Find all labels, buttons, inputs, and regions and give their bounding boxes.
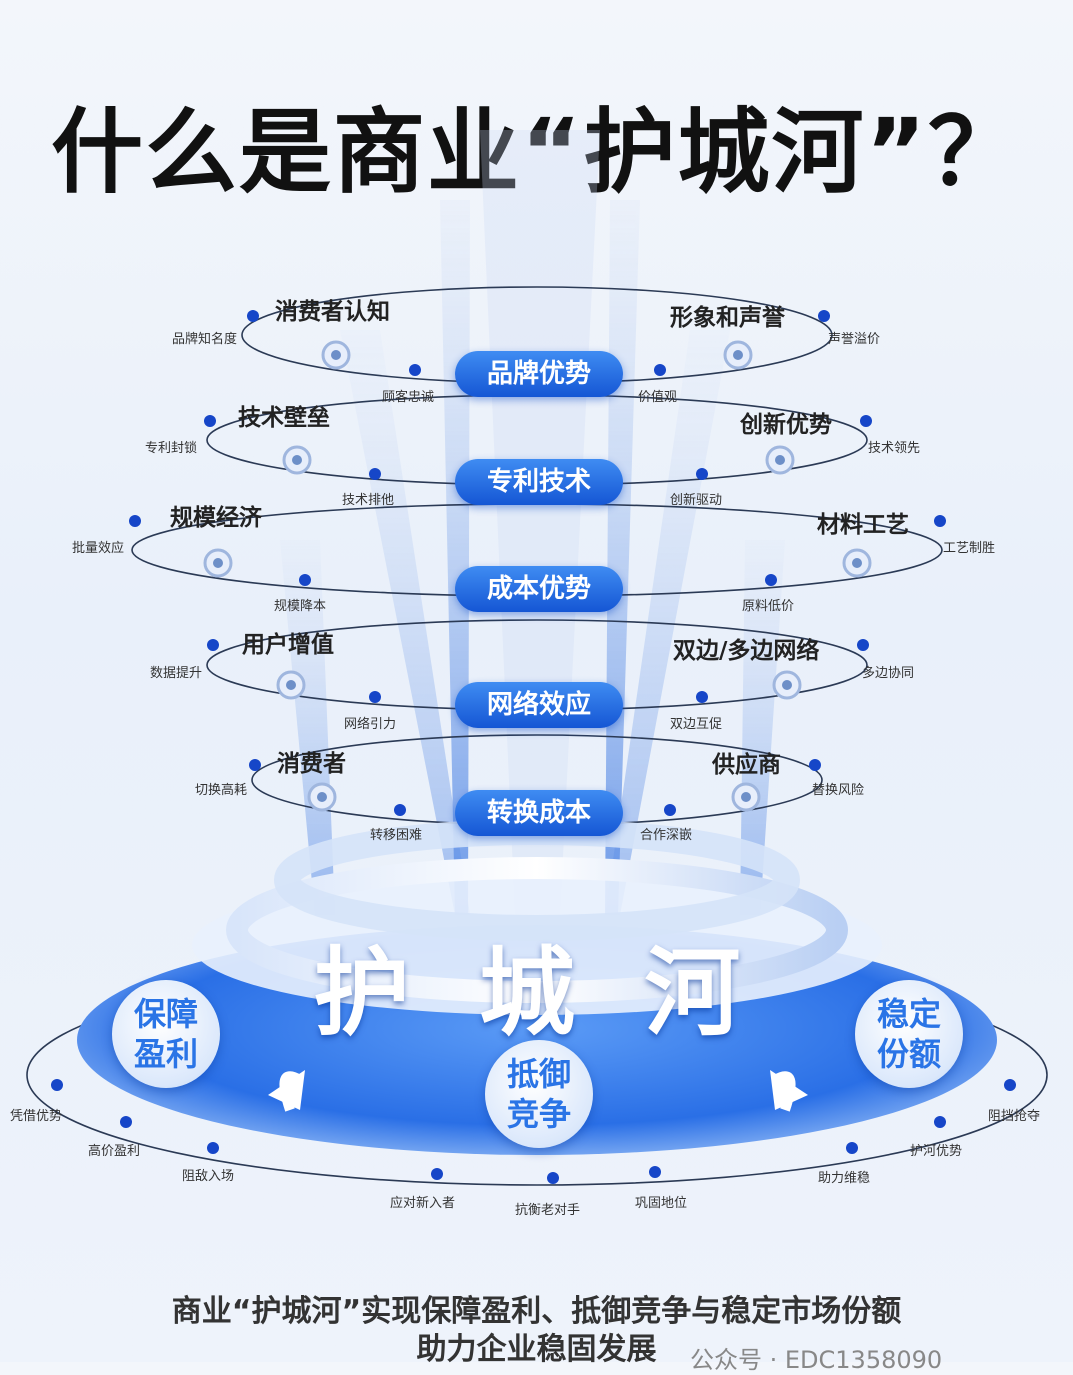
level-5-left-outer: 切换高耗 [195,783,248,798]
level-3-right-outer: 工艺制胜 [943,541,996,556]
level-4-left-main: 用户增值 [242,632,334,658]
node-ring-core [213,558,223,568]
level-3-right-inner: 原料低价 [742,599,795,614]
node-dot [51,1079,63,1091]
node-dot [129,515,141,527]
level-2-left-inner: 技术排他 [342,493,395,508]
level-4-right-inner: 双边互促 [670,717,723,732]
orbit-nodes [51,310,1016,1184]
level-1-center-pill: 品牌优势 [455,351,623,397]
level-3-center-pill: 成本优势 [455,566,623,612]
level-1-left-main: 消费者认知 [275,299,390,325]
circle-protect-profit: 保障盈利 [112,980,220,1088]
page-title: 什么是商业“护城河”？ [51,99,1022,206]
level-3-left-main: 规模经济 [170,505,262,531]
ring-label: 抗衡老对手 [515,1203,581,1218]
node-dot [369,468,381,480]
level-3-left-outer: 批量效应 [72,541,125,556]
node-dot [394,804,406,816]
level-4-right-outer: 多边协同 [862,666,915,681]
level-1-left-inner: 顾客忠诚 [382,390,435,405]
node-dot [299,574,311,586]
node-dot [207,639,219,651]
ring-label: 应对新入者 [390,1196,456,1211]
level-2-right-main: 创新优势 [740,412,832,438]
level-2-center-pill: 专利技术 [455,459,623,505]
ring-label: 护河优势 [910,1144,963,1159]
ring-label: 助力维稳 [818,1171,871,1186]
level-3-right-main: 材料工艺 [817,512,909,538]
node-dot [765,574,777,586]
level-5-center-pill: 转换成本 [455,790,623,836]
node-dot [934,515,946,527]
node-dot [857,639,869,651]
level-5-right-outer: 替换风险 [812,783,865,798]
level-5-right-inner: 合作深嵌 [640,828,693,843]
node-ring-core [852,558,862,568]
level-1-right-inner: 价值观 [638,390,678,405]
level-2-left-outer: 专利封锁 [145,441,198,456]
node-dot [934,1116,946,1128]
footer-line-2: 助力企业稳固发展 [416,1332,657,1367]
footer-line-1: 商业“护城河”实现保障盈利、抵御竞争与稳定市场份额 [171,1294,902,1329]
node-ring-core [286,680,296,690]
circle-protect-profit-label: 保障盈利 [133,995,198,1073]
node-dot [1004,1079,1016,1091]
level-1-left-outer: 品牌知名度 [172,332,238,347]
node-dot [664,804,676,816]
node-dot [409,364,421,376]
ring-label: 阻敌入场 [182,1169,235,1184]
ring-label: 凭借优势 [10,1109,63,1124]
node-dot [846,1142,858,1154]
ring-label: 巩固地位 [635,1196,688,1211]
level-1-right-main: 形象和声誉 [670,305,785,331]
arrow-left-icon [268,1070,305,1110]
node-dot [860,415,872,427]
level-4-left-inner: 网络引力 [344,717,397,732]
moat-label: 护 城 河 [313,937,759,1049]
circle-resist-competition: 抵御竞争 [485,1040,593,1148]
node-dot [207,1142,219,1154]
circle-stable-share: 稳定份额 [855,980,963,1088]
node-dot [696,691,708,703]
node-dot [547,1172,559,1184]
ring-label: 高价盈利 [88,1144,141,1159]
node-ring-core [317,792,327,802]
node-ring-core [292,455,302,465]
level-4-right-main: 双边/多边网络 [673,638,820,664]
ring-label: 阻挡抢夺 [988,1109,1041,1124]
node-ring-core [782,680,792,690]
level-1-right-outer: 声誉溢价 [828,332,881,347]
level-3-left-inner: 规模降本 [274,599,327,614]
circle-stable-share-label: 稳定份额 [876,995,941,1073]
node-ring-core [733,350,743,360]
node-ring-core [331,350,341,360]
node-dot [696,468,708,480]
level-2-left-main: 技术壁垒 [238,405,330,431]
node-dot [431,1168,443,1180]
node-dot [369,691,381,703]
node-dot [649,1166,661,1178]
arrow-right-icon [770,1070,808,1110]
watermark: 公众号 · EDC1358090 [690,1346,943,1374]
level-5-right-main: 供应商 [712,752,781,778]
node-dot [120,1116,132,1128]
node-dot [204,415,216,427]
node-dot [809,759,821,771]
level-5-left-inner: 转移困难 [370,828,423,843]
level-2-right-inner: 创新驱动 [670,493,723,508]
level-5-left-main: 消费者 [277,751,346,777]
node-dot [247,310,259,322]
level-4-center-pill: 网络效应 [455,682,623,728]
level-4-left-outer: 数据提升 [150,666,203,681]
node-dot [654,364,666,376]
node-ring-core [775,455,785,465]
level-2-right-outer: 技术领先 [868,441,921,456]
node-ring-core [741,792,751,802]
circle-resist-competition-label: 抵御竞争 [506,1055,571,1133]
node-dot [249,759,261,771]
node-dot [818,310,830,322]
